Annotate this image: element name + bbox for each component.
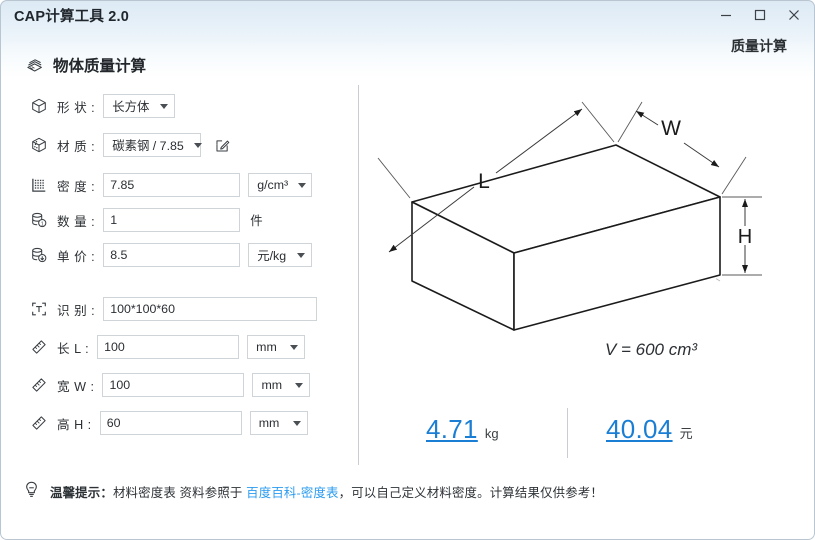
- unitprice-label: 单 价 :: [57, 249, 96, 264]
- height-unit-value: mm: [258, 416, 280, 430]
- shape-label: 形 状 :: [57, 100, 96, 115]
- form-row-material: 材 质 : 碳素钢 / 7.85: [28, 133, 233, 157]
- length-unit-select[interactable]: mm: [247, 335, 306, 359]
- material-label: 材 质 :: [57, 139, 96, 154]
- maximize-button[interactable]: [743, 2, 777, 28]
- length-label: 长 L :: [57, 341, 90, 356]
- density-unit-select[interactable]: g/cm³: [248, 173, 313, 197]
- lightbulb-icon: [22, 480, 41, 504]
- title-bar: CAP计算工具 2.0: [0, 0, 815, 78]
- layers-icon: [27, 58, 42, 72]
- maximize-icon: [754, 9, 766, 21]
- price-unit: 元: [679, 426, 693, 441]
- width-unit-value: mm: [261, 378, 283, 392]
- tip-text-before: 材料密度表 资料参照于: [112, 486, 247, 500]
- close-button[interactable]: [777, 2, 811, 28]
- tip-text-after: ，可以自己定义材料密度。计算结果仅供参考！: [338, 486, 604, 500]
- chevron-down-icon: [160, 103, 169, 109]
- quantity-unit: 件: [250, 214, 263, 228]
- density-unit-value: g/cm³: [257, 178, 289, 192]
- height-unit-select[interactable]: mm: [249, 411, 308, 435]
- mass-unit: kg: [484, 426, 499, 441]
- ruler-icon: [28, 412, 50, 434]
- price-value[interactable]: 40.04: [606, 414, 673, 444]
- mass-value[interactable]: 4.71: [426, 414, 478, 444]
- edit-pencil-icon: [216, 139, 229, 152]
- material-select[interactable]: 碳素钢 / 7.85: [103, 133, 202, 157]
- chevron-down-icon: [290, 344, 299, 350]
- input-form: 形 状 : 长方体 材 质 : 碳素钢 / 7: [0, 85, 358, 460]
- section-title-label: 物体质量计算: [53, 58, 147, 75]
- dim-label-h: H: [738, 226, 752, 248]
- density-table-link[interactable]: 百度百科-密度表: [246, 486, 339, 500]
- form-row-density: 密 度 : g/cm³: [28, 173, 313, 197]
- chevron-down-icon: [295, 382, 304, 388]
- minimize-button[interactable]: [709, 2, 743, 28]
- unitprice-input[interactable]: [103, 243, 241, 267]
- ruler-icon: [28, 336, 50, 358]
- minimize-icon: [721, 14, 731, 17]
- stack-one-icon: 1: [28, 209, 50, 231]
- width-unit-select[interactable]: mm: [252, 373, 311, 397]
- density-label: 密 度 :: [57, 179, 96, 194]
- form-row-quantity: 1 数 量 : 件: [28, 208, 263, 232]
- unitprice-unit-select[interactable]: 元/kg: [248, 243, 313, 267]
- mode-label: 质量计算: [731, 38, 787, 54]
- stack-price-icon: [28, 244, 50, 266]
- results-panel: 4.71 kg 40.04 元: [366, 400, 806, 466]
- close-icon: [789, 10, 799, 20]
- tip-text: 温馨提示：材料密度表 资料参照于 百度百科-密度表，可以自己定义材料密度。计算结…: [50, 483, 603, 501]
- text-recognize-icon: [28, 298, 50, 320]
- quantity-input[interactable]: [103, 208, 241, 232]
- chevron-down-icon: [298, 182, 307, 188]
- isometric-box-svg: L W H V = 600 cm³: [377, 101, 762, 359]
- width-input[interactable]: [102, 373, 245, 397]
- density-grid-icon: [28, 174, 50, 196]
- result-price: 40.04 元: [606, 414, 693, 445]
- form-row-height: 高 H : mm: [28, 411, 308, 435]
- dim-label-w: W: [661, 117, 681, 140]
- shape-value: 长方体: [112, 100, 150, 114]
- material-value: 碳素钢 / 7.85: [112, 139, 184, 153]
- length-input[interactable]: [97, 335, 240, 359]
- recognize-label: 识 别 :: [57, 303, 96, 318]
- window-title: CAP计算工具 2.0: [14, 9, 129, 25]
- form-row-recognize: 识 别 :: [28, 297, 318, 321]
- section-header: 物体质量计算: [25, 54, 146, 76]
- material-cube-icon: [28, 134, 50, 156]
- tip-prefix: 温馨提示：: [50, 486, 113, 500]
- form-row-shape: 形 状 : 长方体: [28, 94, 176, 118]
- dim-label-l: L: [478, 170, 490, 193]
- width-label: 宽 W :: [57, 379, 95, 394]
- chevron-down-icon: [297, 252, 306, 258]
- density-input[interactable]: [103, 173, 241, 197]
- cube-icon: [28, 95, 50, 117]
- height-input[interactable]: [99, 411, 242, 435]
- edit-material-button[interactable]: [211, 134, 233, 156]
- form-row-unitprice: 单 价 : 元/kg: [28, 243, 313, 267]
- result-separator: [567, 408, 568, 458]
- svg-text:1: 1: [41, 221, 44, 227]
- form-row-length: 长 L : mm: [28, 335, 306, 359]
- box-diagram: L W H V = 600 cm³: [366, 85, 806, 385]
- quantity-label: 数 量 :: [57, 214, 96, 229]
- volume-label: V = 600 cm³: [605, 340, 698, 359]
- panel-divider: [358, 85, 359, 465]
- result-mass: 4.71 kg: [426, 414, 499, 445]
- shape-select[interactable]: 长方体: [103, 94, 176, 118]
- recognize-input[interactable]: [103, 297, 318, 321]
- height-label: 高 H :: [57, 417, 92, 432]
- window-controls: [709, 2, 811, 28]
- length-unit-value: mm: [256, 340, 277, 354]
- ruler-icon: [28, 374, 50, 396]
- chevron-down-icon: [193, 142, 202, 148]
- tip-bar: 温馨提示：材料密度表 资料参照于 百度百科-密度表，可以自己定义材料密度。计算结…: [22, 480, 603, 504]
- form-row-width: 宽 W : mm: [28, 373, 311, 397]
- chevron-down-icon: [292, 420, 301, 426]
- unitprice-unit-value: 元/kg: [257, 249, 287, 263]
